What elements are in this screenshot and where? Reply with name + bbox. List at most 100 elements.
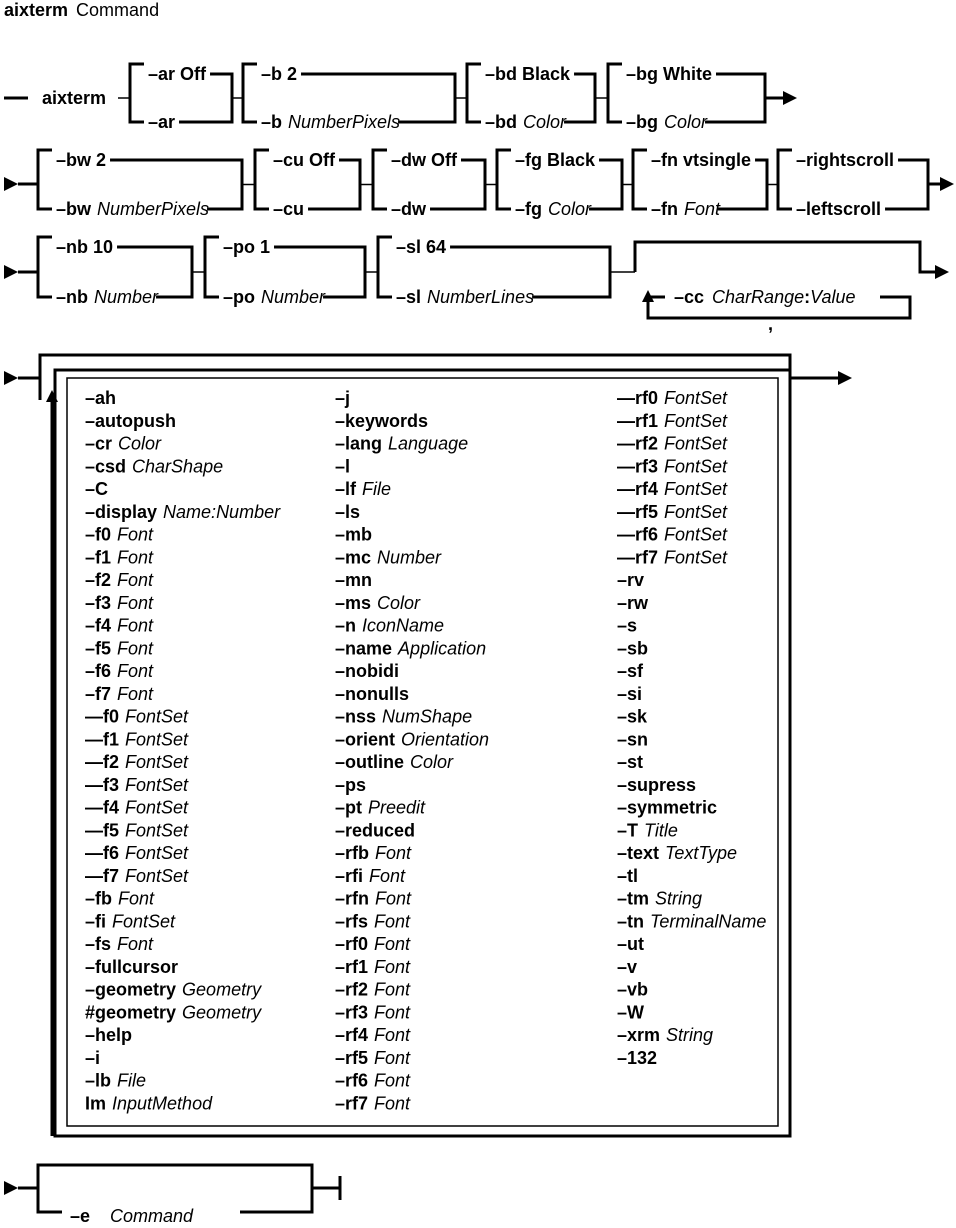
option-arg: TerminalName (650, 911, 766, 931)
option-flag: –132 (617, 1048, 657, 1068)
option-flag: –rv (617, 570, 644, 590)
option-arg: Number (261, 287, 326, 307)
option-flag: –n (335, 616, 356, 636)
option-arg: Number (377, 547, 442, 567)
option-text: –v (617, 957, 637, 977)
option-flag: –nb 10 (56, 237, 113, 257)
option-text: –dw (391, 199, 427, 219)
option-flag: –fs (85, 934, 111, 954)
option-text: –132 (617, 1048, 657, 1068)
option-text: –tn TerminalName (617, 911, 766, 931)
option-flag: –rf2 (335, 980, 368, 1000)
option-flag: –sk (617, 707, 648, 727)
e-flag: –e (70, 1206, 90, 1226)
option-flag: —f1 (85, 729, 119, 749)
arrow-right-icon (838, 371, 852, 385)
option-flag: –supress (617, 775, 696, 795)
option-arg: String (666, 1025, 713, 1045)
option-group: –rightscroll–leftscroll (796, 150, 894, 219)
option-arg: Font (117, 616, 154, 636)
option-arg: FontSet (664, 456, 728, 476)
option-arg: Orientation (401, 729, 489, 749)
option-arg: Font (374, 1002, 411, 1022)
option-flag: –lf (335, 479, 357, 499)
option-flag: –bw (56, 199, 92, 219)
option-flag: –ut (617, 934, 644, 954)
option-flag: –s (617, 616, 637, 636)
option-flag: –rw (617, 593, 649, 613)
option-flag: –i (85, 1048, 100, 1068)
connector-line (36, 235, 52, 299)
option-arg: Color (548, 199, 592, 219)
option-flag: –cr (85, 434, 112, 454)
option-flag: –lang (335, 434, 382, 454)
option-flag: –fn vtsingle (651, 150, 751, 170)
option-text: –rightscroll (796, 150, 894, 170)
arrow-up-icon (642, 290, 654, 302)
option-flag: –vb (617, 980, 648, 1000)
option-flag: —rf0 (617, 388, 658, 408)
option-flag: –rfn (335, 889, 369, 909)
title-label: Command (76, 0, 159, 20)
option-arg: Color (523, 112, 567, 132)
option-text: –help (85, 1025, 132, 1045)
option-text: –rfs Font (335, 911, 411, 931)
option-flag: –bd Black (485, 64, 571, 84)
option-flag: –nobidi (335, 661, 399, 681)
option-arg: NumShape (382, 707, 472, 727)
option-arg: Font (117, 593, 154, 613)
option-flag: –si (617, 684, 642, 704)
arrow-right-icon (935, 265, 949, 279)
option-text: –mb (335, 525, 372, 545)
option-text: –rw (617, 593, 649, 613)
option-text: –bg White (626, 64, 712, 84)
arrow-right-icon (783, 91, 797, 105)
connector-line (633, 240, 935, 274)
option-arg: Language (388, 434, 468, 454)
option-flag: –bg White (626, 64, 712, 84)
connector-line (203, 235, 219, 299)
option-text: –lang Language (335, 434, 468, 454)
cc-sep: : (804, 287, 810, 307)
option-flag: –tn (617, 911, 644, 931)
option-flag: —f4 (85, 798, 119, 818)
option-text: –sk (617, 707, 648, 727)
option-text: –ar (148, 112, 175, 132)
option-flag: –rf4 (335, 1025, 368, 1045)
option-flag: –l (335, 456, 350, 476)
option-text: –bd Black (485, 64, 571, 84)
option-flag: –name (335, 638, 392, 658)
option-text: –fn vtsingle (651, 150, 751, 170)
option-arg: Font (374, 911, 411, 931)
option-flag: –f2 (85, 570, 111, 590)
connector-line (253, 148, 269, 211)
option-flag: –rfs (335, 911, 368, 931)
option-flag: —f3 (85, 775, 119, 795)
option-text: –vb (617, 980, 648, 1000)
option-flag: —f7 (85, 866, 119, 886)
option-flag: –rf7 (335, 1093, 368, 1113)
option-flag: –v (617, 957, 637, 977)
option-arg: NumberPixels (288, 112, 400, 132)
option-arg: FontSet (125, 707, 189, 727)
option-text: –l (335, 456, 350, 476)
option-flag: –b (261, 112, 282, 132)
